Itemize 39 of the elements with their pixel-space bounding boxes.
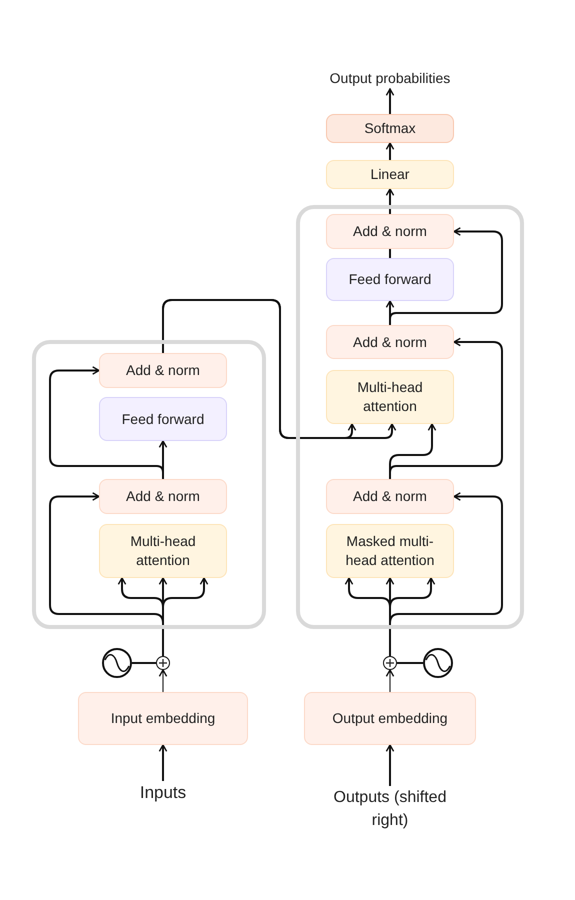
- layer-box: Add & norm: [99, 479, 227, 514]
- sine-wave-symbol: [102, 648, 132, 678]
- arrow: [386, 88, 394, 114]
- output-label: Outputs (shifted right): [330, 786, 450, 832]
- layer-box: Add & norm: [326, 325, 454, 359]
- arrow: [158, 669, 168, 692]
- layer-box: Add & norm: [99, 353, 227, 388]
- sum-symbol: [156, 656, 170, 670]
- layer-box: Linear: [326, 160, 454, 189]
- arrow: [158, 744, 168, 781]
- arrow: [386, 142, 394, 160]
- layer-box: Add & norm: [326, 214, 454, 249]
- connector-line: [397, 662, 423, 664]
- arrow: [389, 492, 503, 656]
- decoder-block: [296, 205, 524, 629]
- arrow: [386, 188, 394, 214]
- layer-box: Feed forward: [99, 397, 227, 441]
- input-label: Inputs: [120, 781, 206, 803]
- arrow: [386, 744, 394, 786]
- connector-line: [389, 249, 391, 258]
- sine-wave-symbol: [423, 648, 453, 678]
- layer-box: Input embedding: [78, 692, 248, 745]
- arrow: [162, 299, 396, 439]
- arrow: [386, 669, 394, 692]
- layer-box: Add & norm: [326, 479, 454, 514]
- layer-box: Feed forward: [326, 258, 454, 301]
- layer-box: Softmax: [326, 114, 454, 143]
- arrow: [389, 338, 503, 479]
- encoder-block: [32, 340, 266, 629]
- layer-box: Output embedding: [304, 692, 476, 745]
- arrow: [389, 227, 503, 325]
- sum-symbol: [383, 656, 397, 670]
- arrow: [49, 492, 164, 656]
- output-label: Output probabilities: [300, 67, 480, 89]
- layer-box: Masked multi-head attention: [326, 524, 454, 578]
- arrow: [49, 366, 164, 479]
- layer-box: Multi-head attention: [326, 370, 454, 424]
- connector-line: [132, 662, 156, 664]
- layer-box: Multi-head attention: [99, 524, 227, 578]
